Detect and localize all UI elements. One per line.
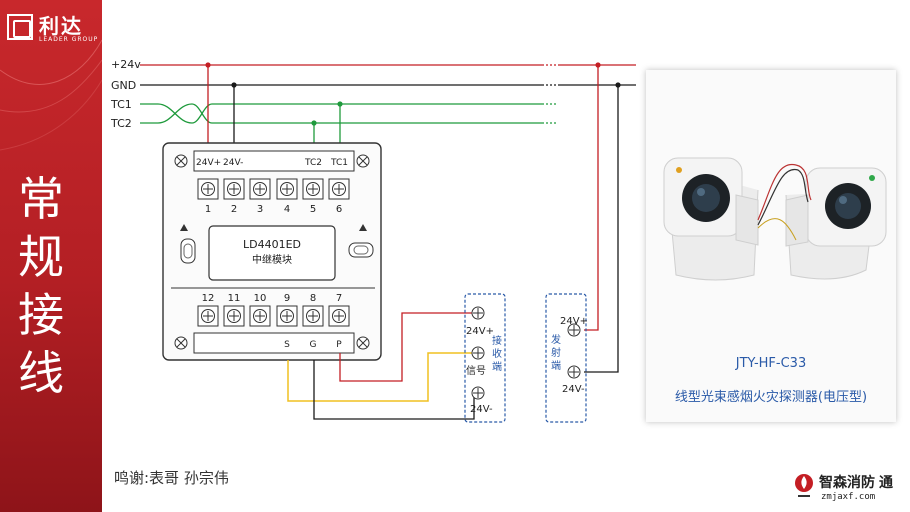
- corner-screw-icon: [356, 154, 370, 168]
- corner-screw-icon: [174, 154, 188, 168]
- module-top-label-24v-plus: 24V+: [196, 158, 221, 168]
- terminal-number: 10: [254, 293, 267, 304]
- detector-model: JTY-HF-C33: [735, 356, 807, 371]
- transmitter-name-char: 射: [551, 347, 561, 359]
- module-model: LD4401ED: [243, 238, 301, 251]
- arrow-up-icon: [180, 224, 188, 231]
- receiver-name-char: 收: [492, 347, 502, 360]
- section-title-char: 接: [18, 288, 64, 342]
- watermark-url: zmjaxf.com: [821, 492, 876, 502]
- credits-text: 鸣谢:表哥 孙宗伟: [114, 469, 229, 487]
- receiver-signal-label: 信号: [466, 365, 486, 377]
- receiver-terminal-box: 24V+ 信号 24V- 接 收 端: [464, 293, 506, 423]
- terminal-number: 8: [310, 293, 316, 304]
- detector-photo-card: JTY-HF-C33 线型光束感烟火灾探测器(电压型): [646, 70, 896, 422]
- corner-screw-icon: [356, 336, 370, 350]
- module-feed-wires: [205, 62, 343, 144]
- terminal-number: 11: [228, 293, 241, 304]
- terminal-screw-icon: [471, 386, 485, 400]
- fire-logo-icon: [795, 474, 813, 497]
- terminal-number: 9: [284, 293, 290, 304]
- module-top-label-tc1: TC1: [330, 158, 348, 168]
- module-bottom-label-p: P: [336, 340, 342, 350]
- module-top-label-tc2: TC2: [304, 158, 322, 168]
- watermark: 智森消防 zmjaxf.com 通: [793, 466, 903, 510]
- watermark-name: 智森消防: [819, 475, 875, 491]
- terminal-screw-icon: [471, 306, 485, 320]
- module-bottom-label-g: G: [310, 340, 317, 350]
- terminal-number: 12: [202, 293, 215, 304]
- terminal-number: 4: [284, 204, 290, 215]
- terminal-number: 1: [205, 204, 211, 215]
- module-bottom-label-s: S: [284, 340, 290, 350]
- bottom-terminal-block: [197, 305, 350, 327]
- receiver-name-char: 端: [492, 360, 502, 373]
- transmitter-name-char: 端: [551, 359, 561, 372]
- transmitter-24v-plus-label: 24V+: [560, 316, 588, 327]
- bus-label-tc2: TC2: [110, 117, 132, 130]
- transmitter-terminal-box: 24V+ 24V- 发 射 端: [545, 293, 588, 423]
- terminal-number: 6: [336, 204, 342, 215]
- brand-name-cn: 利达: [39, 14, 83, 38]
- watermark-extra: 通: [879, 475, 893, 491]
- transmitter-feed-wires: [584, 62, 621, 373]
- terminal-number: 5: [310, 204, 316, 215]
- bus-label-24v: +24v: [111, 58, 141, 71]
- terminal-number: 2: [231, 204, 237, 215]
- terminal-screw-icon: [471, 346, 485, 360]
- terminal-number: 3: [257, 204, 263, 215]
- sidebar: 利达 LEADER GROUP 常 规 接 线: [0, 0, 102, 512]
- brand-name-en: LEADER GROUP: [39, 36, 99, 43]
- bus-label-gnd: GND: [111, 79, 136, 92]
- section-title: 常 规 接 线: [18, 170, 78, 402]
- terminal-screw-icon: [567, 365, 581, 379]
- receiver-24v-plus-label: 24V+: [466, 326, 494, 337]
- section-title-char: 线: [18, 346, 64, 400]
- terminal-number: 7: [336, 293, 342, 304]
- arrow-up-icon: [359, 224, 367, 231]
- receiver-name-char: 接: [492, 334, 502, 347]
- transmitter-24v-minus-label: 24V-: [562, 384, 585, 395]
- module-desc: 中继模块: [252, 253, 292, 266]
- brand-logo-icon: [7, 14, 33, 40]
- section-title-char: 规: [18, 230, 64, 284]
- module-top-label-24v-minus: 24V-: [223, 158, 243, 168]
- brand-logo: 利达 LEADER GROUP: [5, 10, 101, 44]
- bus-label-tc1: TC1: [110, 98, 132, 111]
- receiver-24v-minus-label: 24V-: [470, 404, 493, 415]
- receiver-wires: [287, 312, 475, 420]
- transmitter-name-char: 发: [551, 333, 561, 346]
- detector-description: 线型光束感烟火灾探测器(电压型): [674, 390, 868, 405]
- top-terminal-block: [197, 178, 350, 200]
- relay-module: 24V+ 24V- TC2 TC1 1 2 3 4 5 6 LD4401ED 中…: [162, 142, 382, 361]
- sidebar-swoosh: [0, 39, 102, 151]
- terminal-screw-icon: [567, 323, 581, 337]
- beam-detector-image: [663, 157, 887, 281]
- bus-tc2: [140, 103, 556, 124]
- corner-screw-icon: [174, 336, 188, 350]
- section-title-char: 常: [18, 172, 64, 226]
